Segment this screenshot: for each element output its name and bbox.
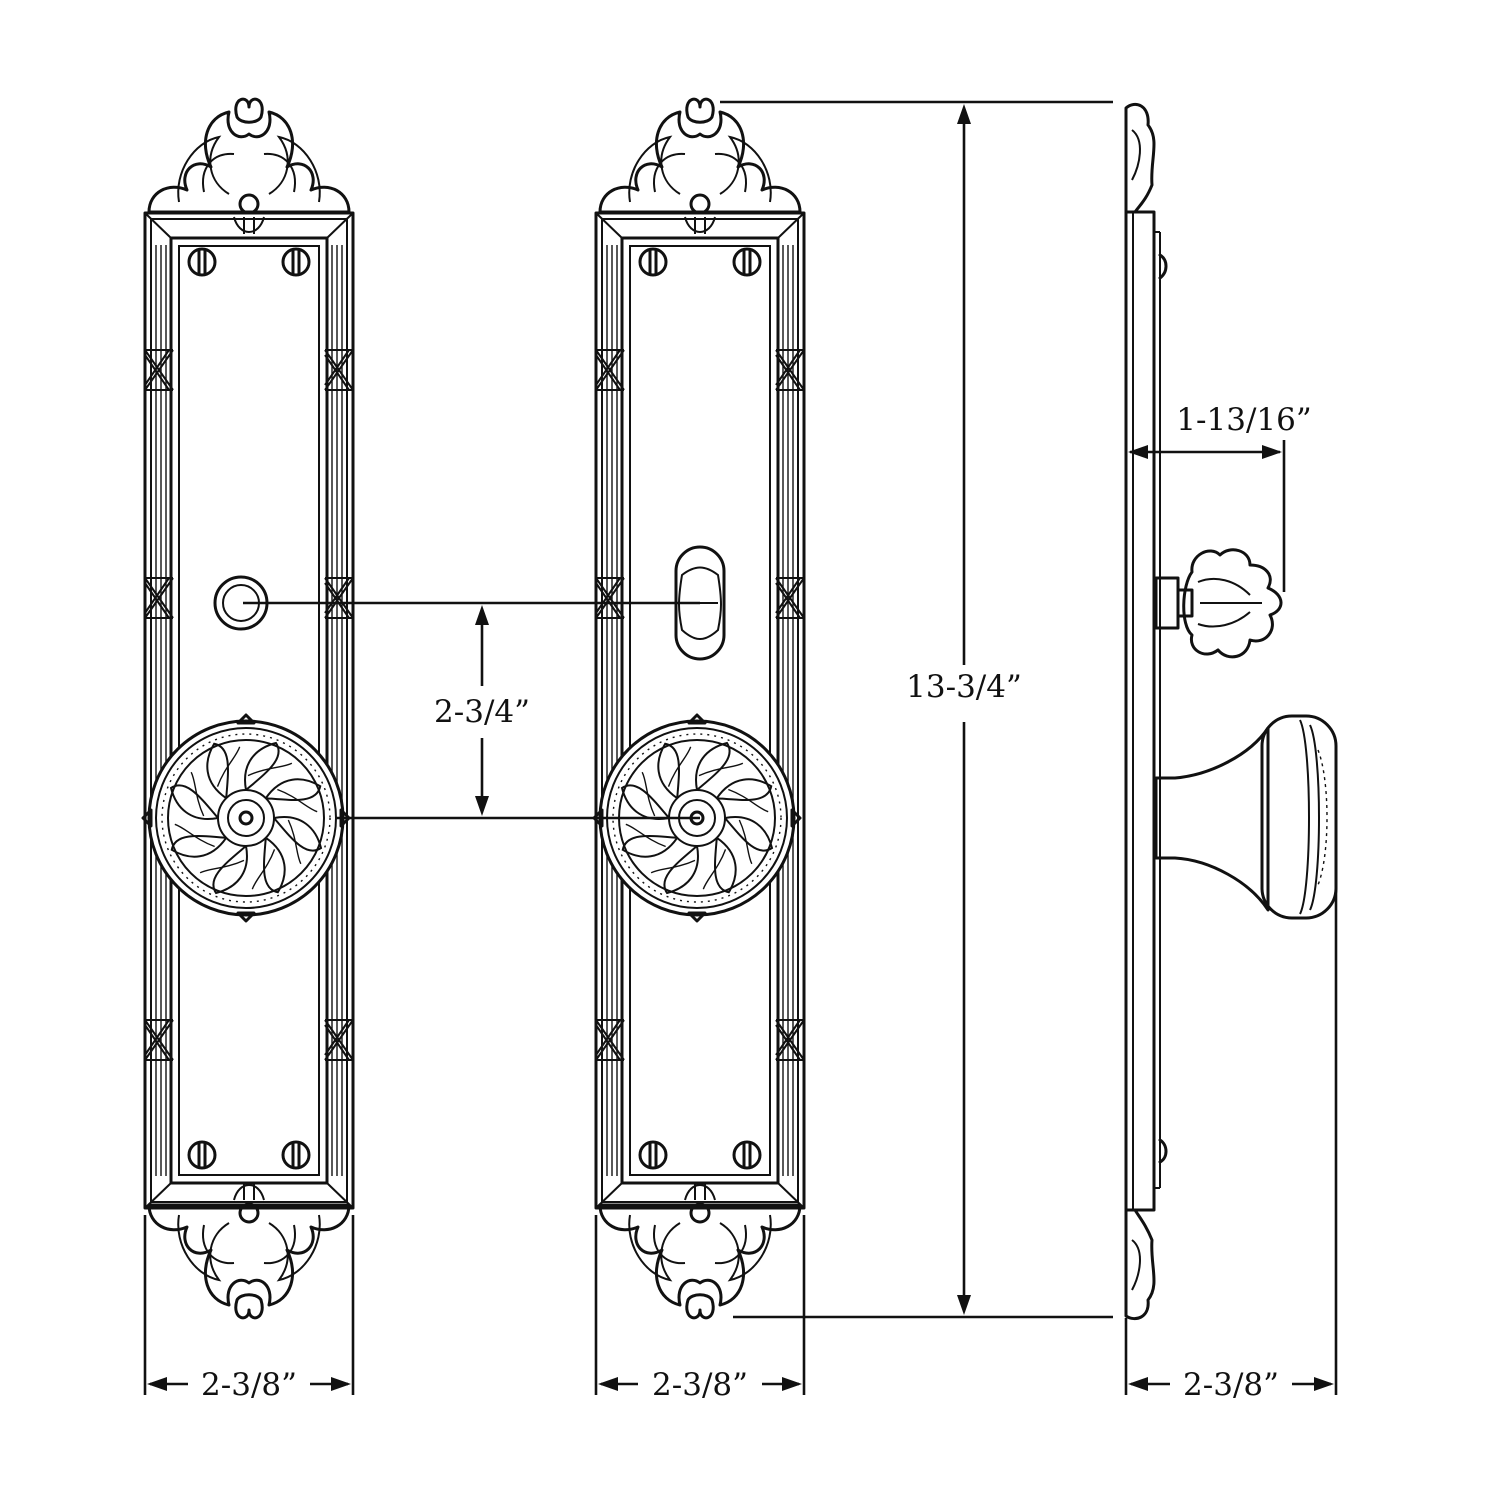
interior-escutcheon-plate — [592, 99, 804, 1318]
exterior-escutcheon-plate — [141, 99, 353, 1318]
dimension-side-projection: 2-3/8” — [1124, 832, 1338, 1403]
knob-side — [1154, 714, 1338, 920]
dimension-label-plate-height: 13-3/4” — [906, 669, 1022, 705]
dimension-middle-plate-width: 2-3/8” — [594, 1215, 806, 1403]
exterior-knob-rosette — [141, 713, 351, 923]
side-profile-view — [1124, 102, 1338, 1321]
dimension-knob-spacing: 2-3/4” — [243, 601, 700, 820]
dimension-plate-height: 13-3/4” — [720, 100, 1113, 1319]
dimension-left-plate-width: 2-3/8” — [143, 1215, 355, 1403]
dimension-label-side-projection: 2-3/8” — [1183, 1367, 1279, 1403]
dimension-label-left-width: 2-3/8” — [201, 1367, 297, 1403]
dimension-label-middle-width: 2-3/8” — [652, 1367, 748, 1403]
dimension-label-thumbturn-projection: 1-13/16” — [1176, 402, 1311, 438]
dimension-label-knob-spacing: 2-3/4” — [434, 694, 530, 730]
thumbturn-side — [1154, 548, 1283, 659]
dimension-thumbturn-projection: 1-13/16” — [1128, 402, 1312, 592]
